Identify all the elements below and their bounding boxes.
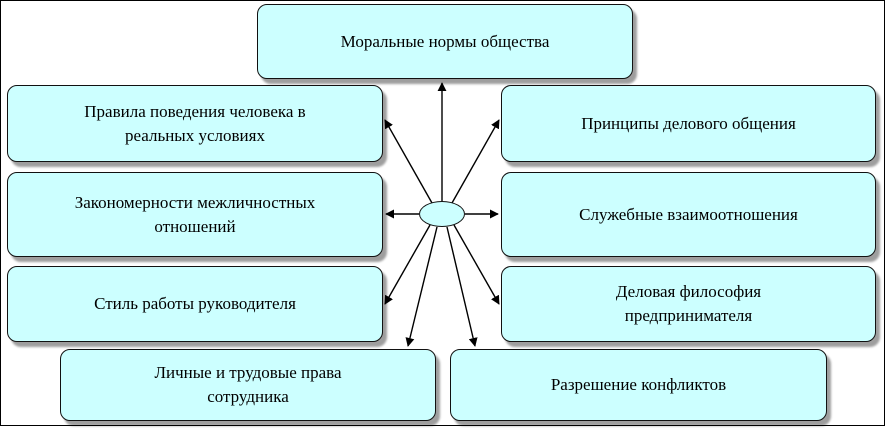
left-node-2-label: Закономерности межличностных отношений bbox=[74, 192, 316, 236]
arrow-to-right-1 bbox=[451, 119, 500, 204]
arrow-to-bottom-2 bbox=[446, 226, 478, 347]
arrow-to-left-3 bbox=[384, 224, 431, 305]
center-node: Моральные нормы общества bbox=[257, 4, 633, 79]
right-node-1: Принципы делового общения bbox=[501, 85, 876, 162]
right-node-1-label: Принципы делового общения bbox=[581, 113, 796, 133]
arrow-to-right-3 bbox=[453, 224, 500, 305]
left-node-2: Закономерности межличностных отношений bbox=[7, 172, 383, 257]
left-node-3: Стиль работы руководителя bbox=[7, 266, 383, 342]
bottom-node-2: Разрешение конфликтов bbox=[450, 349, 827, 421]
bottom-node-1: Личные и трудовые права сотрудника bbox=[60, 349, 436, 421]
right-node-3: Деловая философия предпринимателя bbox=[501, 266, 876, 342]
right-node-2: Служебные взаимоотношения bbox=[501, 172, 876, 257]
bottom-node-1-label: Личные и трудовые права сотрудника bbox=[154, 363, 342, 406]
left-node-3-label: Стиль работы руководителя bbox=[94, 294, 296, 313]
central-hub-ellipse bbox=[419, 201, 465, 227]
left-node-1-label: Правила поведения человека в реальных ус… bbox=[84, 101, 306, 145]
right-node-3-label: Деловая философия предпринимателя bbox=[615, 282, 762, 325]
right-node-2-label: Служебные взаимоотношения bbox=[579, 204, 798, 224]
arrow-to-bottom-1 bbox=[405, 226, 438, 347]
left-node-1: Правила поведения человека в реальных ус… bbox=[7, 85, 383, 162]
arrow-to-left-1 bbox=[384, 119, 433, 204]
bottom-node-2-label: Разрешение конфликтов bbox=[550, 375, 727, 394]
center-node-label: Моральные нормы общества bbox=[340, 31, 550, 51]
